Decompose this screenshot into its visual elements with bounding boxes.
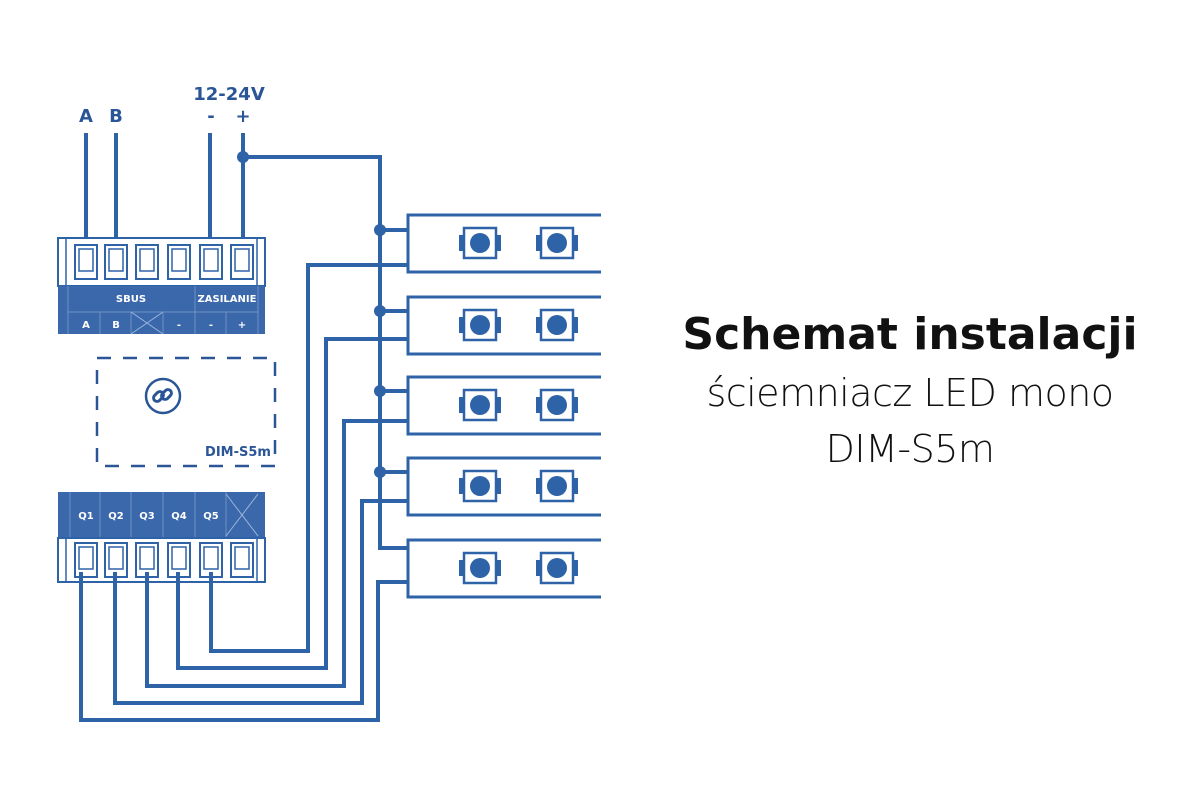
- junction-dot: [374, 305, 386, 317]
- led-chip: [459, 388, 501, 422]
- page-title: Schemat instalacji: [682, 309, 1138, 360]
- led-chip: [536, 469, 578, 503]
- led-strip: [406, 213, 601, 274]
- output-pin-label: Q3: [139, 511, 155, 522]
- junction-dots: [237, 151, 386, 478]
- unused-pin-cross: [225, 493, 259, 537]
- module-box: DIM-S5m: [95, 356, 277, 468]
- screw-terminal: [230, 244, 254, 280]
- top-terminal-block: A B - - + SBUS ZASILANIE: [57, 237, 266, 335]
- unused-pin-cross: [130, 311, 164, 335]
- screw-terminal: [104, 244, 128, 280]
- screw-terminal: [167, 542, 191, 578]
- model-name: DIM-S5m: [825, 427, 995, 471]
- pin-label: B: [112, 320, 120, 331]
- led-chip: [536, 551, 578, 585]
- bus-a-label: A: [79, 106, 93, 127]
- link-icon: [144, 377, 182, 415]
- led-strip: [406, 456, 601, 517]
- wire-q2: [113, 499, 408, 705]
- wire-q3: [145, 419, 408, 688]
- led-strip: [406, 538, 601, 599]
- supply-plus-label: +: [235, 106, 250, 127]
- link-icon-chain: [152, 388, 173, 403]
- screw-terminal: [199, 244, 223, 280]
- output-pin-label: Q5: [203, 511, 219, 522]
- led-strip: [406, 295, 601, 356]
- led-strip: [406, 375, 601, 436]
- led-chip: [536, 388, 578, 422]
- screw-terminal: [74, 542, 98, 578]
- bus-b-label: B: [109, 106, 123, 127]
- top-label-panel: [58, 286, 265, 334]
- screw-terminal: [74, 244, 98, 280]
- output-pin-label: Q4: [171, 511, 187, 522]
- output-pin-label: Q1: [78, 511, 94, 522]
- pin-label: A: [82, 320, 90, 331]
- screw-terminal: [167, 244, 191, 280]
- subtitle: ściemniacz LED mono: [706, 371, 1114, 415]
- supply-minus-label: -: [207, 106, 214, 127]
- led-chip: [459, 469, 501, 503]
- screw-terminal: [230, 542, 254, 578]
- pin-label: -: [209, 320, 213, 331]
- wire-q5: [209, 263, 408, 653]
- screw-terminal: [199, 542, 223, 578]
- output-pin-label: Q2: [108, 511, 124, 522]
- screw-terminal: [104, 542, 128, 578]
- screw-terminal: [135, 542, 159, 578]
- led-chip: [459, 551, 501, 585]
- junction-dot: [374, 466, 386, 478]
- sbus-group-label: SBUS: [116, 294, 146, 305]
- wire-supply-plus-bus: [243, 155, 408, 550]
- bottom-terminal-block: Q1 Q2 Q3 Q4 Q5: [57, 492, 266, 583]
- led-chip: [459, 308, 501, 342]
- wire-q1: [79, 572, 408, 722]
- supply-voltage-label: 12-24V: [193, 84, 265, 105]
- output-wires: [79, 263, 408, 722]
- pin-label: +: [238, 320, 246, 331]
- junction-dot: [374, 224, 386, 236]
- title-block: Schemat instalacji ściemniacz LED mono D…: [640, 305, 1180, 477]
- zasilanie-group-label: ZASILANIE: [198, 294, 257, 305]
- led-chip: [459, 226, 501, 260]
- module-name: DIM-S5m: [205, 445, 271, 460]
- junction-dot: [237, 151, 249, 163]
- led-chip: [536, 308, 578, 342]
- pin-label: -: [177, 320, 181, 331]
- led-chip: [536, 226, 578, 260]
- junction-dot: [374, 385, 386, 397]
- led-strips: [406, 213, 601, 599]
- screw-terminal: [135, 244, 159, 280]
- wire-q4: [176, 337, 408, 670]
